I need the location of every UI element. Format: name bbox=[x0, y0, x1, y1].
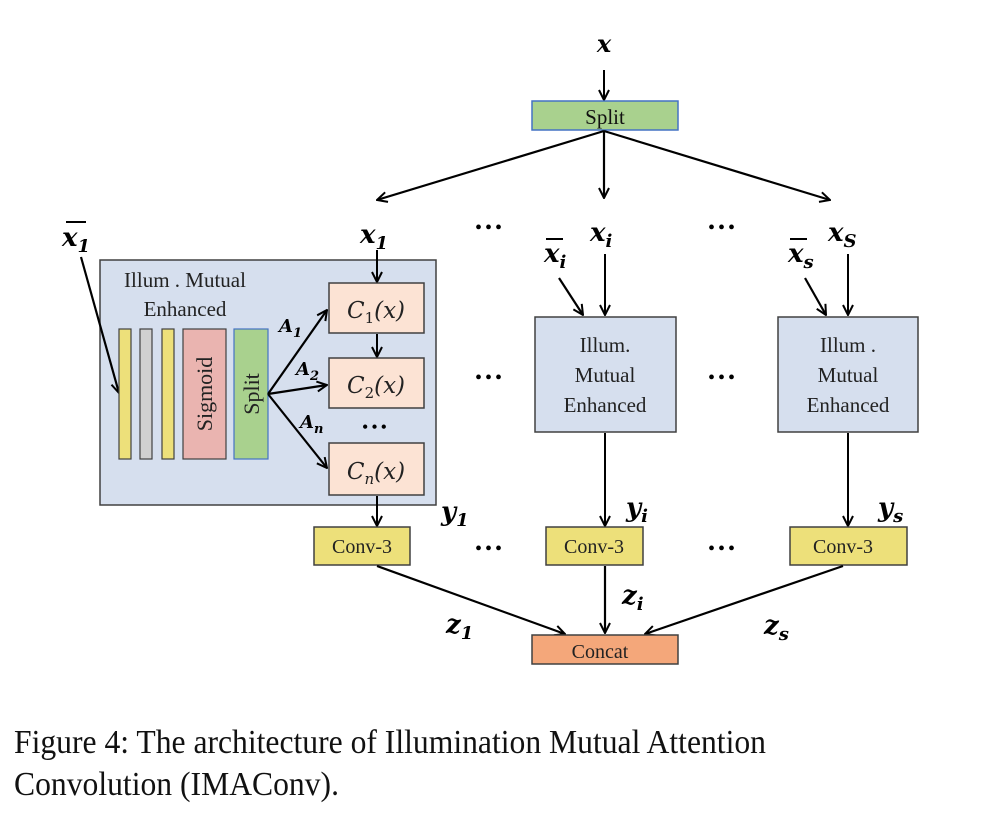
conv3-box-s bbox=[789, 526, 908, 566]
module-s-line3: Enhanced bbox=[807, 393, 890, 417]
ellipsis-conv-left: ••• bbox=[475, 538, 505, 560]
imaconv-architecture-diagram: x Split x1 xi xS ••• ••• Illum . Mutual … bbox=[61, 29, 919, 665]
conv3-box-1 bbox=[313, 526, 411, 566]
sigmoid-label: Sigmoid bbox=[192, 357, 217, 432]
zs-label: zs bbox=[763, 611, 789, 645]
conv3-box-i bbox=[545, 526, 644, 566]
conv3-label-s: Conv-3 bbox=[813, 536, 873, 558]
expanded-illum-module: Illum . Mutual Enhanced x1 Sigmoid Split… bbox=[61, 221, 437, 506]
ellipsis-top-left: ••• bbox=[475, 217, 505, 239]
zi-label: zi bbox=[621, 581, 644, 615]
expanded-module-title-line1: Illum . Mutual bbox=[124, 268, 246, 292]
C2-label: C2(x) bbox=[347, 373, 405, 402]
top-split-box bbox=[531, 100, 679, 131]
concat-label: Concat bbox=[572, 641, 629, 663]
arrow-conv1-to-concat bbox=[376, 564, 565, 634]
module-i-line3: Enhanced bbox=[564, 393, 647, 417]
yi-label: yi bbox=[625, 493, 648, 527]
arrow-xbar-s-to-module bbox=[804, 277, 826, 315]
module-s-line2: Mutual bbox=[818, 363, 879, 387]
gray-bar bbox=[139, 328, 153, 460]
input-x-label: x bbox=[596, 29, 612, 58]
expanded-module-title-line2: Enhanced bbox=[144, 297, 227, 321]
ellipsis-top-right: ••• bbox=[708, 217, 738, 239]
illum-module-s bbox=[777, 316, 919, 433]
module-i-line1: Illum. bbox=[580, 333, 631, 357]
conv3-label-i: Conv-3 bbox=[564, 536, 624, 558]
A1-label: A1 bbox=[277, 316, 302, 341]
x1-label: x1 bbox=[359, 220, 388, 254]
xbar1-label: x1 bbox=[61, 223, 90, 257]
arrow-An bbox=[267, 393, 327, 468]
An-label: An bbox=[298, 412, 323, 437]
xs-label: xS bbox=[827, 218, 857, 252]
arrow-xbar-i-to-module bbox=[558, 277, 583, 315]
figure-caption: Figure 4: The architecture of Illuminati… bbox=[14, 722, 916, 806]
ellipsis-conv-right: ••• bbox=[708, 538, 738, 560]
arrow-A1 bbox=[267, 310, 327, 395]
illum-module-i bbox=[534, 316, 677, 433]
conv-bar-1 bbox=[118, 328, 132, 460]
xbar-i-label: xi bbox=[543, 239, 567, 273]
ellipsis-mid-left: ••• bbox=[475, 367, 505, 389]
inner-split-box bbox=[233, 328, 269, 460]
A2-label: A2 bbox=[294, 359, 319, 384]
module-s-line1: Illum . bbox=[820, 333, 876, 357]
caption-line-2: Convolution (IMAConv). bbox=[14, 766, 339, 803]
inner-split-label: Split bbox=[239, 373, 264, 415]
sigmoid-box bbox=[182, 328, 227, 460]
ys-label: ys bbox=[877, 493, 903, 527]
C-ellipsis: ••• bbox=[362, 417, 390, 437]
conv3-label-1: Conv-3 bbox=[332, 536, 392, 558]
xbar-s-label: xs bbox=[787, 239, 814, 273]
C2-block bbox=[328, 357, 425, 409]
C1-block bbox=[328, 282, 425, 334]
arrow-conv-s-to-concat bbox=[645, 564, 844, 634]
concat-box bbox=[531, 634, 679, 665]
C1-label: C1(x) bbox=[347, 298, 405, 327]
caption-line-1: Figure 4: The architecture of Illuminati… bbox=[14, 724, 766, 761]
ellipsis-mid-right: ••• bbox=[708, 367, 738, 389]
Cn-label: Cn(x) bbox=[347, 459, 405, 488]
conv-bar-2 bbox=[161, 328, 175, 460]
arrow-split-to-xs bbox=[603, 129, 830, 200]
z1-label: z1 bbox=[445, 610, 473, 644]
arrow-xbar1-to-bars bbox=[79, 256, 119, 393]
xi-label: xi bbox=[589, 218, 613, 252]
top-split-label: Split bbox=[585, 105, 625, 129]
arrow-split-to-x1 bbox=[377, 129, 605, 200]
Cn-block bbox=[328, 442, 425, 496]
y1-label: y1 bbox=[440, 497, 469, 531]
arrow-A2 bbox=[267, 385, 327, 396]
module-i-line2: Mutual bbox=[575, 363, 636, 387]
